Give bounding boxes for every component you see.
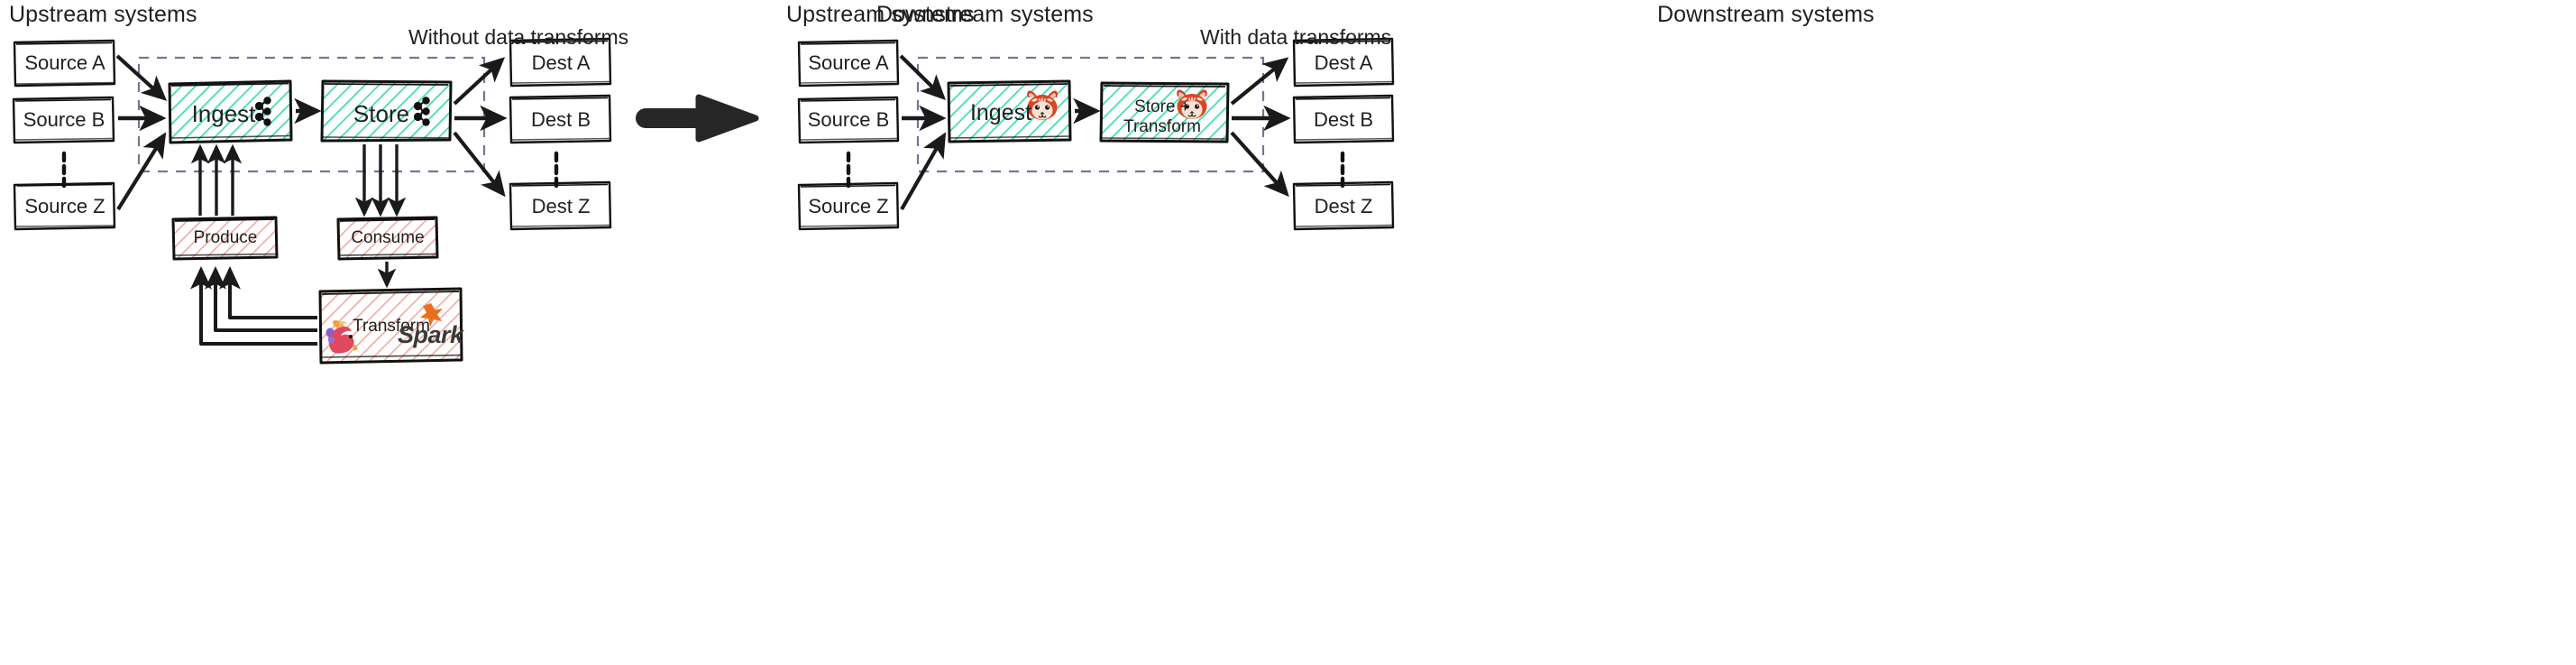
right-dest-z-box bbox=[1292, 180, 1395, 231]
left-source-b-box bbox=[12, 96, 115, 144]
right-boundary-dashed bbox=[916, 56, 1265, 173]
left-dest-b-box bbox=[509, 94, 612, 144]
right-store-transform-box bbox=[1099, 81, 1230, 143]
right-source-z-box bbox=[797, 181, 900, 231]
right-arrow-store-destz bbox=[1230, 131, 1289, 198]
left-ingest-box bbox=[168, 79, 293, 144]
right-dest-a-box bbox=[1292, 37, 1395, 88]
left-source-z-box bbox=[13, 181, 116, 231]
right-dest-b-box bbox=[1292, 94, 1395, 144]
right-arrow-sourcez-ingest bbox=[900, 132, 947, 211]
right-source-a-box bbox=[797, 39, 900, 88]
right-store-redpanda-icon bbox=[1177, 89, 1207, 119]
left-store-kafka-icon bbox=[413, 97, 430, 126]
right-arrow-store-desta bbox=[1230, 57, 1289, 106]
left-produce-box bbox=[171, 216, 279, 261]
left-arrows-store-to-consume bbox=[354, 144, 407, 217]
left-store-box bbox=[320, 79, 453, 143]
left-consume-box bbox=[336, 216, 439, 261]
left-arrow-store-desta bbox=[453, 57, 506, 106]
right-ingest-redpanda-icon bbox=[1027, 90, 1058, 120]
transition-arrow-icon bbox=[636, 94, 759, 143]
left-arrow-store-destz bbox=[453, 131, 506, 198]
spark-star-icon bbox=[420, 303, 443, 327]
left-dest-a-box bbox=[509, 37, 612, 88]
left-arrow-sourcea-ingest bbox=[115, 54, 168, 101]
right-arrow-sourcea-ingest bbox=[899, 54, 947, 100]
left-arrows-transform-to-produce bbox=[189, 266, 317, 346]
left-dest-z-box bbox=[509, 180, 612, 231]
left-arrows-produce-to-ingest bbox=[190, 143, 243, 216]
flink-squirrel-icon bbox=[325, 320, 358, 354]
left-arrow-sourcez-ingest bbox=[116, 132, 167, 211]
right-source-b-box bbox=[797, 96, 900, 144]
left-ingest-kafka-icon bbox=[254, 97, 271, 126]
left-source-a-box bbox=[13, 39, 116, 88]
